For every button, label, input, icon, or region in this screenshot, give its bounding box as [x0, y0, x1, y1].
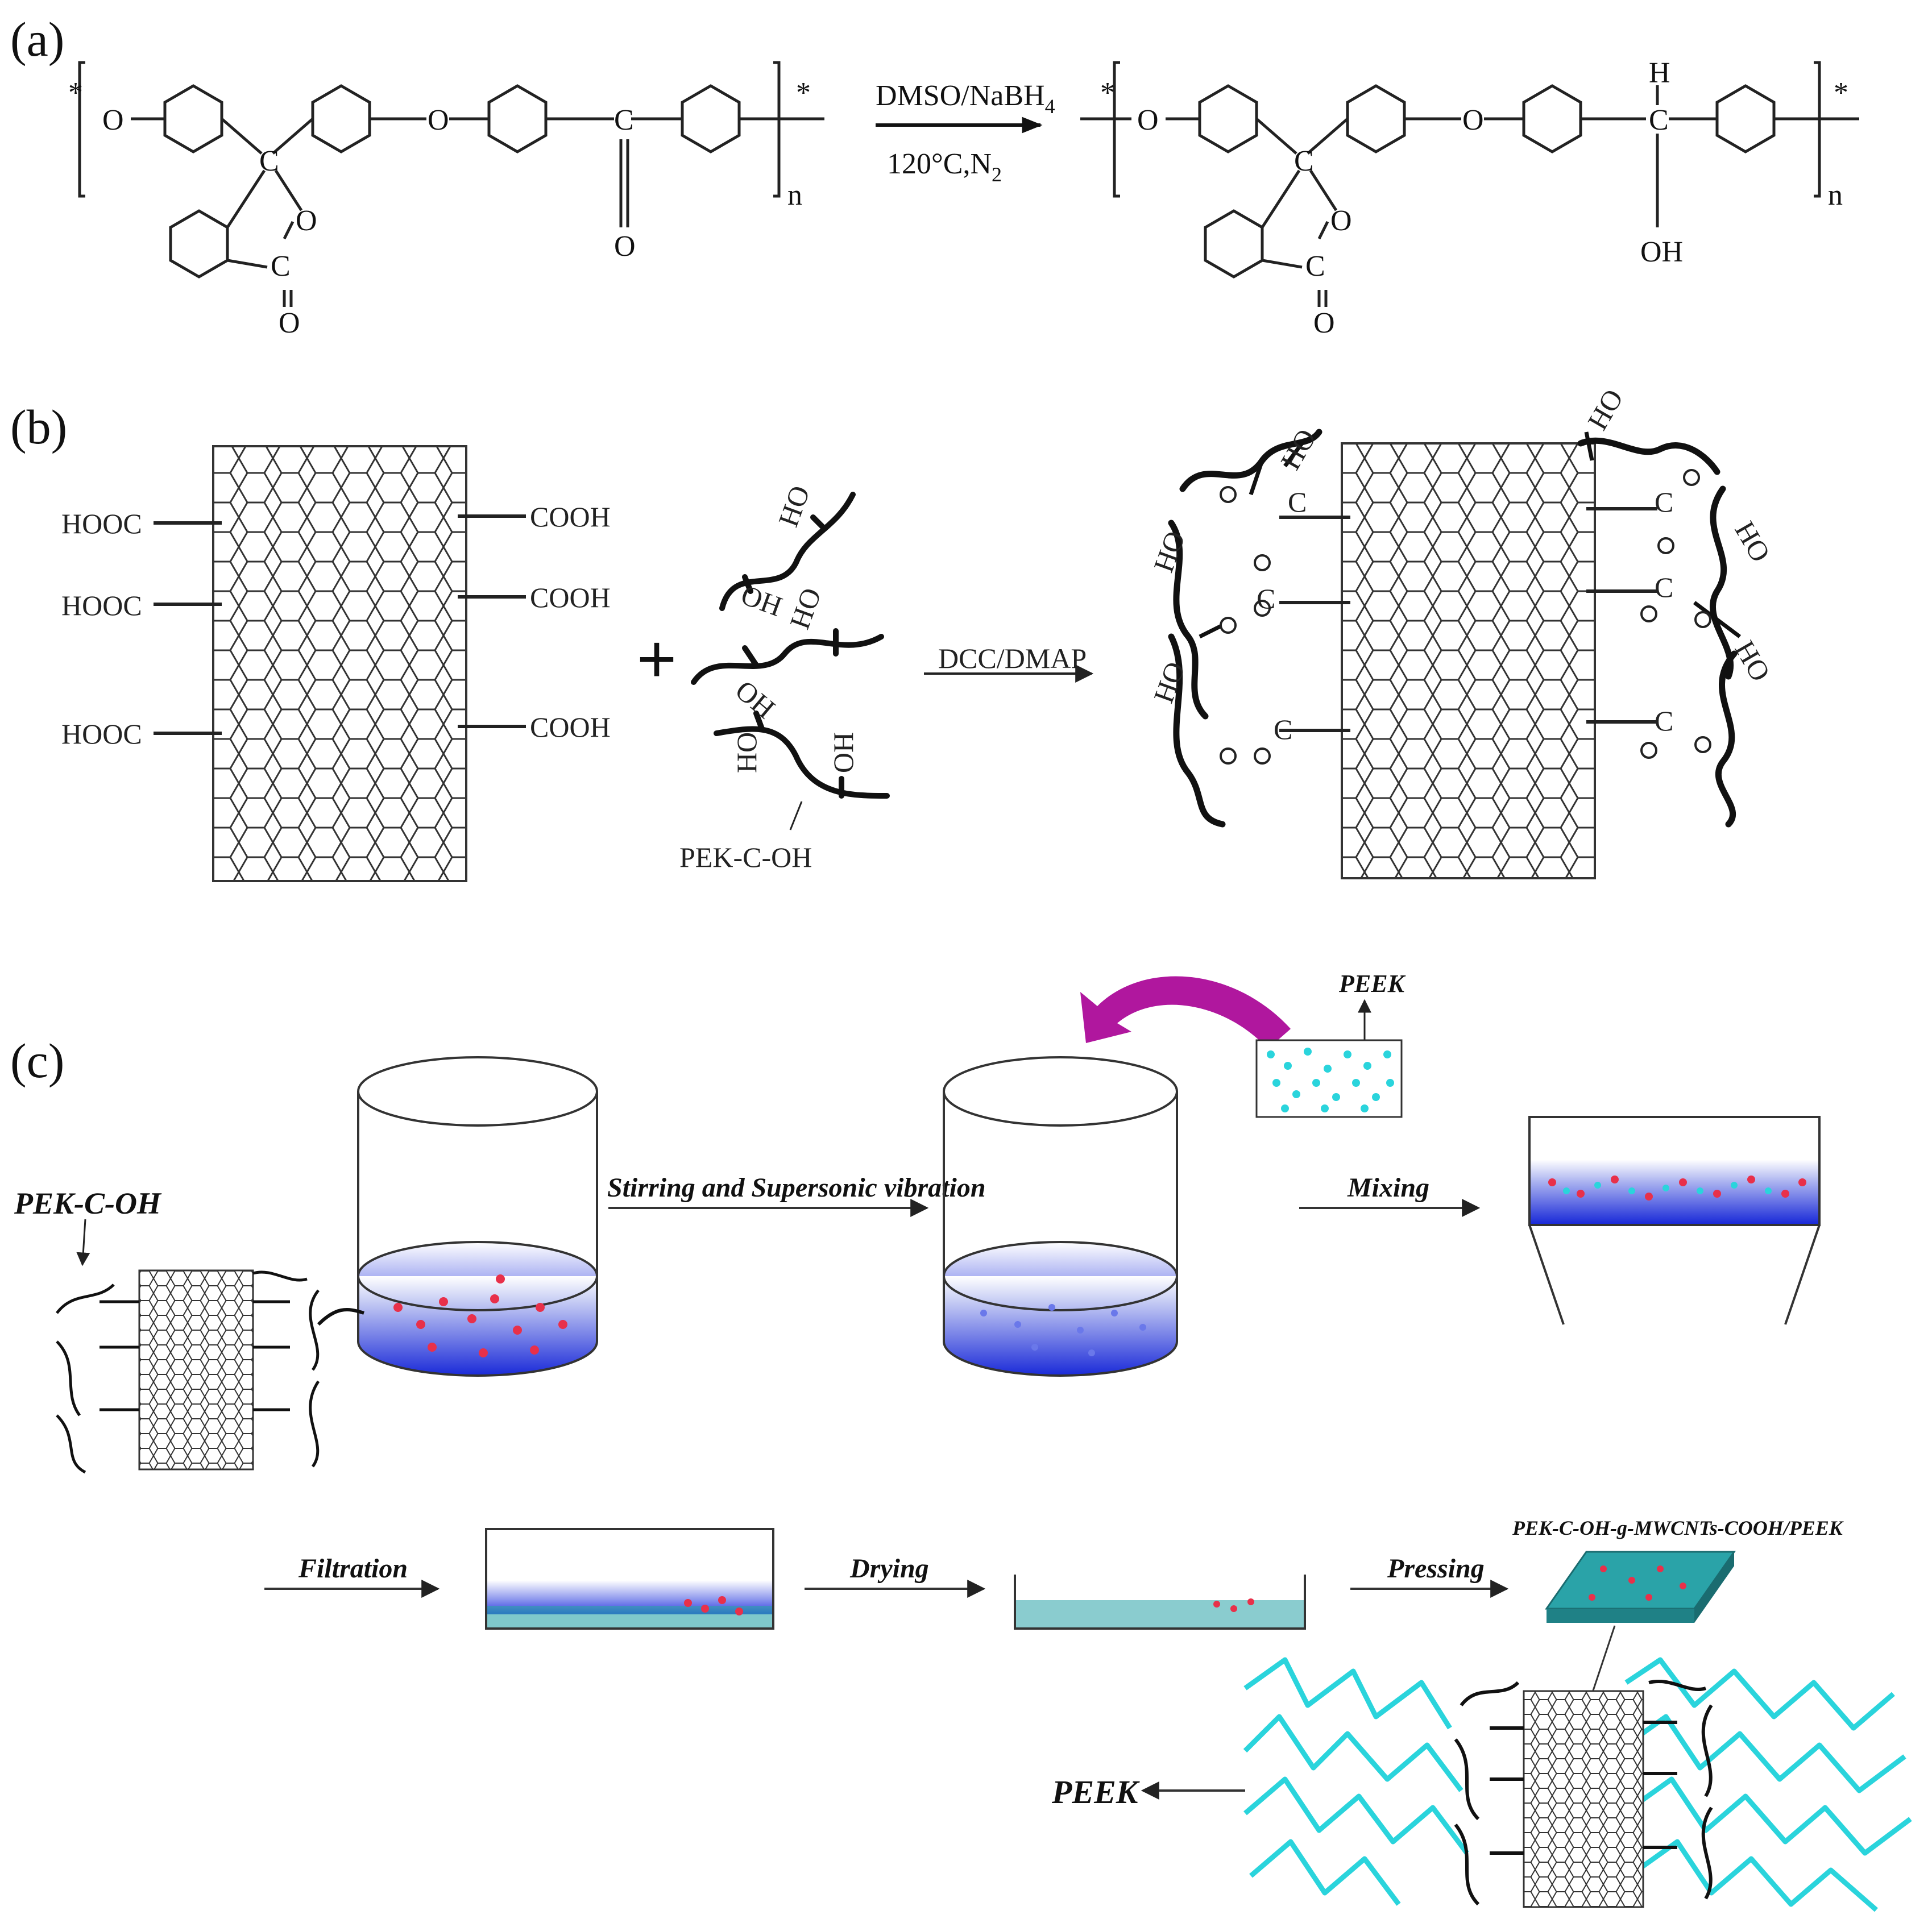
svg-text:*: * — [68, 77, 83, 109]
svg-text:HO: HO — [1728, 516, 1777, 568]
svg-text:PEEK: PEEK — [1051, 1774, 1140, 1810]
svg-text:C: C — [1655, 571, 1673, 603]
svg-text:HO: HO — [783, 584, 827, 633]
svg-text:HO: HO — [1581, 384, 1630, 435]
cnt-grafted: C C C C C C HO HO HO HO HO HO — [1147, 384, 1777, 879]
drying-arrow: Drying — [805, 1554, 986, 1598]
peek-bottom-label: PEEK — [1051, 1774, 1245, 1810]
pek-c-oh-label-c: PEK-C-OH — [14, 1186, 162, 1220]
filtration-arrow: Filtration — [264, 1554, 440, 1598]
svg-text:Drying: Drying — [849, 1554, 929, 1584]
svg-text:C: C — [1288, 486, 1307, 518]
svg-text:OH: OH — [827, 732, 859, 773]
svg-text:O: O — [1330, 205, 1352, 237]
svg-text:C: C — [271, 250, 291, 283]
filter-vessel — [485, 1528, 774, 1630]
svg-text:O: O — [102, 104, 124, 136]
svg-text:HO: HO — [1147, 527, 1191, 576]
svg-text:Mixing: Mixing — [1347, 1173, 1429, 1203]
composite-network — [1243, 1657, 1912, 1912]
drying-tray — [1014, 1575, 1306, 1630]
plus-sign: + — [637, 621, 677, 697]
svg-text:PEK-C-OH-g-MWCNTs-COOH/PEEK: PEK-C-OH-g-MWCNTs-COOH/PEEK — [1512, 1517, 1844, 1539]
svg-text:O: O — [1313, 307, 1335, 339]
small-grafted-cnt — [56, 1269, 320, 1474]
monomer-left — [78, 61, 824, 307]
svg-text:n: n — [1828, 179, 1843, 211]
svg-text:O: O — [1462, 104, 1484, 136]
panel-a-label: (a) — [10, 12, 64, 67]
monomer-left-atoms: * O C O C O O C O * n — [68, 77, 811, 339]
svg-text:HO: HO — [731, 732, 762, 773]
svg-text:C: C — [614, 104, 634, 136]
svg-text:C: C — [259, 145, 279, 177]
svg-text:C: C — [1274, 713, 1292, 745]
svg-text:HOOC: HOOC — [61, 718, 142, 750]
svg-text:OH: OH — [729, 674, 781, 725]
svg-text:C: C — [1257, 583, 1275, 614]
svg-text:*: * — [1100, 77, 1115, 109]
mixing-arrow: Mixing — [1299, 1173, 1481, 1217]
svg-text:C: C — [1305, 250, 1325, 283]
svg-text:DMSO/NaBH4: DMSO/NaBH4 — [876, 80, 1055, 118]
svg-text:n: n — [787, 179, 802, 211]
peek-powder-box: PEEK — [1255, 970, 1406, 1118]
svg-text:HO: HO — [772, 481, 816, 531]
svg-text:O: O — [1137, 104, 1159, 136]
product-sheet: PEK-C-OH-g-MWCNTs-COOH/PEEK — [1512, 1517, 1844, 1694]
svg-text:C: C — [1294, 145, 1314, 177]
svg-text:PEEK: PEEK — [1338, 970, 1406, 998]
svg-text:COOH: COOH — [530, 501, 611, 533]
monomer-right-atoms: * O C O H C OH O C O * n — [1100, 57, 1848, 339]
svg-text:*: * — [796, 77, 811, 109]
svg-text:HOOC: HOOC — [61, 589, 142, 621]
panel-b-label: (b) — [10, 400, 67, 454]
beaker-2 — [943, 1056, 1178, 1377]
cnt-cooh: HOOC HOOC HOOC COOH COOH COOH — [61, 445, 611, 882]
add-peek-arrow — [1080, 976, 1291, 1049]
svg-text:DCC/DMAP: DCC/DMAP — [938, 642, 1087, 674]
svg-text:HO: HO — [1274, 423, 1322, 475]
panel-c-label: (c) — [10, 1033, 64, 1088]
reaction-arrow-a: DMSO/NaBH4 120°C,N2 — [876, 80, 1055, 186]
svg-text:120°C,N2: 120°C,N2 — [887, 148, 1002, 186]
svg-text:COOH: COOH — [530, 711, 611, 743]
svg-text:C: C — [1655, 705, 1673, 737]
svg-text:*: * — [1834, 77, 1848, 109]
svg-text:O: O — [279, 307, 300, 339]
svg-text:Pressing: Pressing — [1387, 1554, 1485, 1584]
monomer-right — [1080, 61, 1859, 307]
svg-text:H: H — [1649, 57, 1670, 89]
svg-text:HO: HO — [1728, 636, 1777, 687]
svg-text:C: C — [1655, 486, 1673, 518]
svg-text:Filtration: Filtration — [298, 1554, 408, 1584]
stirring-arrow: Stirring and Supersonic vibration — [607, 1173, 986, 1217]
pressing-arrow: Pressing — [1350, 1554, 1509, 1598]
svg-text:COOH: COOH — [530, 582, 611, 613]
reaction-arrow-b: DCC/DMAP — [924, 642, 1094, 683]
svg-text:O: O — [296, 205, 317, 237]
svg-text:O: O — [428, 104, 449, 136]
svg-text:PEK-C-OH: PEK-C-OH — [679, 841, 812, 873]
pek-c-oh-labels: HO OH HO OH HO OH PEK-C-OH — [679, 481, 859, 873]
beaker-3 — [1528, 1116, 1821, 1325]
pek-c-oh-chains — [691, 492, 890, 799]
svg-text:C: C — [1649, 104, 1669, 136]
svg-text:HO: HO — [1147, 658, 1191, 707]
svg-text:OH: OH — [1640, 236, 1683, 268]
svg-text:O: O — [614, 230, 636, 263]
svg-text:HOOC: HOOC — [61, 508, 142, 539]
beaker-1 — [317, 1056, 598, 1377]
svg-text:Stirring and Supersonic vibrat: Stirring and Supersonic vibration — [607, 1173, 986, 1203]
